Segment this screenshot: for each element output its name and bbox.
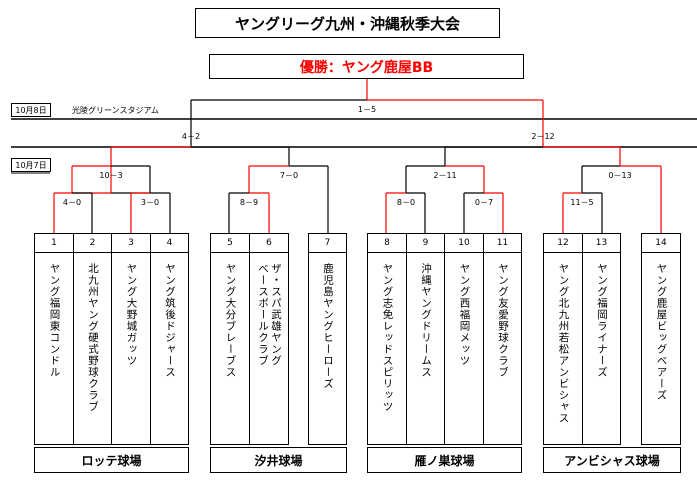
score-r1-4: 8－0 — [396, 198, 416, 207]
page-title: ヤングリーグ九州・沖縄秋季大会 — [195, 8, 500, 38]
team-name-cell-10: ヤング西福岡メッツ — [444, 252, 484, 445]
team-name-cell-5: ヤング大分ブレーブス — [210, 252, 250, 445]
team-name-12: ヤング北九州若松アンビシャス — [557, 263, 570, 424]
team-name-cell-7: 鹿児島ヤングヒーローズ — [308, 252, 347, 445]
venue-shioi: 汐井球場 — [210, 447, 347, 473]
team-name-10: ヤング西福岡メッツ — [458, 263, 471, 367]
team-number-6: 6 — [249, 233, 289, 253]
score-qf-3: 2－11 — [433, 171, 457, 180]
team-number-3: 3 — [111, 233, 151, 253]
winner-team: ヤング鹿屋BB — [341, 59, 434, 76]
team-name-9: 沖縄ヤングドリームス — [420, 263, 432, 378]
score-r1-3: 8－9 — [239, 198, 259, 207]
team-name-2: 北九州ヤング硬式野球クラブ — [87, 263, 99, 413]
team-name-cell-13: ヤング福岡ライナーズ — [582, 252, 621, 445]
team-name-6: ザ・スパ武雄ヤング ベースボールクラブ — [257, 263, 282, 367]
winner-box: 優勝： ヤング鹿屋BB — [209, 54, 524, 79]
team-name-cell-6: ザ・スパ武雄ヤング ベースボールクラブ — [249, 252, 289, 445]
score-r1-2: 3－0 — [140, 198, 160, 207]
team-name-cell-14: ヤング鹿屋ビッグベアーズ — [641, 252, 681, 445]
score-semi-left: 4－2 — [181, 132, 201, 141]
team-name-1: ヤング福岡東コンドル — [48, 263, 61, 378]
team-number-5: 5 — [210, 233, 250, 253]
team-name-11: ヤング友愛野球クラブ — [497, 263, 509, 378]
winner-prefix: 優勝： — [299, 59, 342, 76]
team-number-9: 9 — [406, 233, 445, 253]
team-name-cell-9: 沖縄ヤングドリームス — [406, 252, 445, 445]
score-qf-4: 0－13 — [608, 171, 632, 180]
score-qf-2: 7－0 — [279, 171, 299, 180]
team-name-cell-2: 北九州ヤング硬式野球クラブ — [73, 252, 112, 445]
team-number-4: 4 — [150, 233, 189, 253]
team-name-cell-4: ヤング筑後ドジャース — [150, 252, 189, 445]
team-number-2: 2 — [73, 233, 112, 253]
score-r1-6: 11－5 — [570, 198, 594, 207]
team-name-5: ヤング大分ブレーブス — [224, 263, 237, 378]
team-name-7: 鹿児島ヤングヒーローズ — [322, 263, 334, 390]
venue-lotte: ロッテ球場 — [34, 447, 189, 473]
team-number-11: 11 — [483, 233, 522, 253]
team-name-cell-11: ヤング友愛野球クラブ — [483, 252, 522, 445]
team-name-cell-1: ヤング福岡東コンドル — [34, 252, 74, 445]
team-name-14: ヤング鹿屋ビッグベアーズ — [655, 263, 668, 401]
team-name-cell-12: ヤング北九州若松アンビシャス — [543, 252, 583, 445]
venue-ambitious: アンビシャス球場 — [543, 447, 681, 473]
final-venue-label: 光陵グリーンスタジアム — [72, 106, 159, 115]
team-name-cell-8: ヤング志免レッドスピリッツ — [367, 252, 407, 445]
score-r1-1: 4－0 — [62, 198, 82, 207]
team-number-1: 1 — [34, 233, 74, 253]
score-final: 1－5 — [357, 105, 377, 114]
score-r1-5: 0－7 — [474, 198, 494, 207]
venue-gannosu: 雁ノ巣球場 — [367, 447, 522, 473]
team-name-13: ヤング福岡ライナーズ — [596, 263, 608, 378]
date-label-final: 10月8日 — [11, 103, 51, 117]
team-name-cell-3: ヤング大野城ガッツ — [111, 252, 151, 445]
team-number-10: 10 — [444, 233, 484, 253]
team-number-13: 13 — [582, 233, 621, 253]
date-label-first-round: 10月7日 — [11, 158, 51, 172]
team-name-8: ヤング志免レッドスピリッツ — [381, 263, 394, 413]
team-number-14: 14 — [641, 233, 681, 253]
team-number-8: 8 — [367, 233, 407, 253]
team-name-3: ヤング大野城ガッツ — [125, 263, 138, 367]
team-number-12: 12 — [543, 233, 583, 253]
score-qf-1: 10－3 — [99, 171, 123, 180]
team-number-7: 7 — [308, 233, 347, 253]
score-semi-right: 2－12 — [531, 132, 555, 141]
team-name-4: ヤング筑後ドジャース — [164, 263, 176, 378]
